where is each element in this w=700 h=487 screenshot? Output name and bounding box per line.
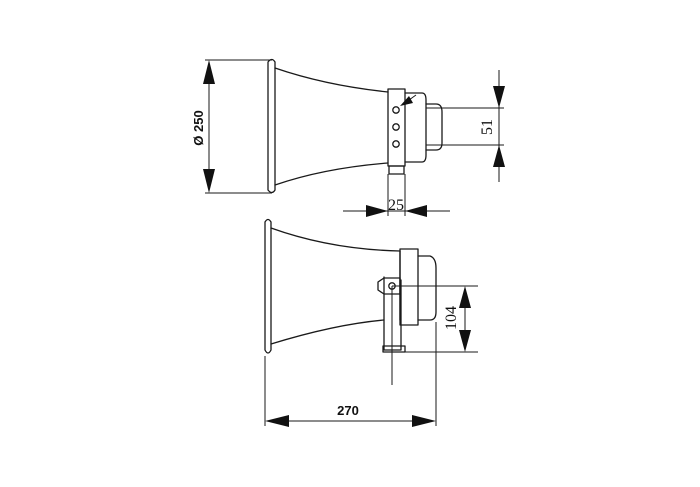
side-view-adjust-knob bbox=[377, 277, 401, 295]
top-view-bracket bbox=[387, 88, 406, 167]
bracket-width-dimension: 25 bbox=[343, 174, 450, 217]
side-view-horn-flare bbox=[270, 227, 401, 345]
top-view-bolt-hole-3 bbox=[392, 140, 400, 148]
overall-length-label: 270 bbox=[337, 403, 359, 418]
top-view-horn-flare bbox=[274, 67, 389, 186]
top-view-bolt-hole-1 bbox=[392, 106, 400, 114]
top-view-horn-rim bbox=[267, 58, 276, 194]
side-view-bracket-base bbox=[382, 345, 406, 353]
diameter-dimension: Ø 250 bbox=[191, 59, 272, 194]
top-view-bolt-hole-2 bbox=[392, 123, 400, 131]
diameter-label: Ø 250 bbox=[191, 110, 206, 145]
side-view-driver-cap bbox=[417, 255, 437, 321]
top-view-driver-cap bbox=[425, 103, 443, 151]
side-view-horn-rim bbox=[264, 218, 272, 354]
bracket-height-dimension: 104 bbox=[392, 285, 478, 353]
side-view: 104 270 bbox=[264, 218, 478, 427]
bracket-width-label: 25 bbox=[388, 197, 404, 214]
side-view-driver-body bbox=[399, 248, 419, 326]
mount-height-label: 51 bbox=[479, 119, 496, 135]
overall-length-dimension: 270 bbox=[264, 322, 437, 427]
mount-height-dimension: 51 bbox=[426, 70, 505, 182]
top-view-driver-housing bbox=[404, 92, 427, 163]
bracket-height-label: 104 bbox=[443, 306, 460, 330]
top-view-leader-arrow bbox=[400, 96, 413, 106]
top-view-bracket-foot bbox=[388, 165, 405, 175]
top-view: Ø 250 51 25 bbox=[191, 58, 505, 217]
